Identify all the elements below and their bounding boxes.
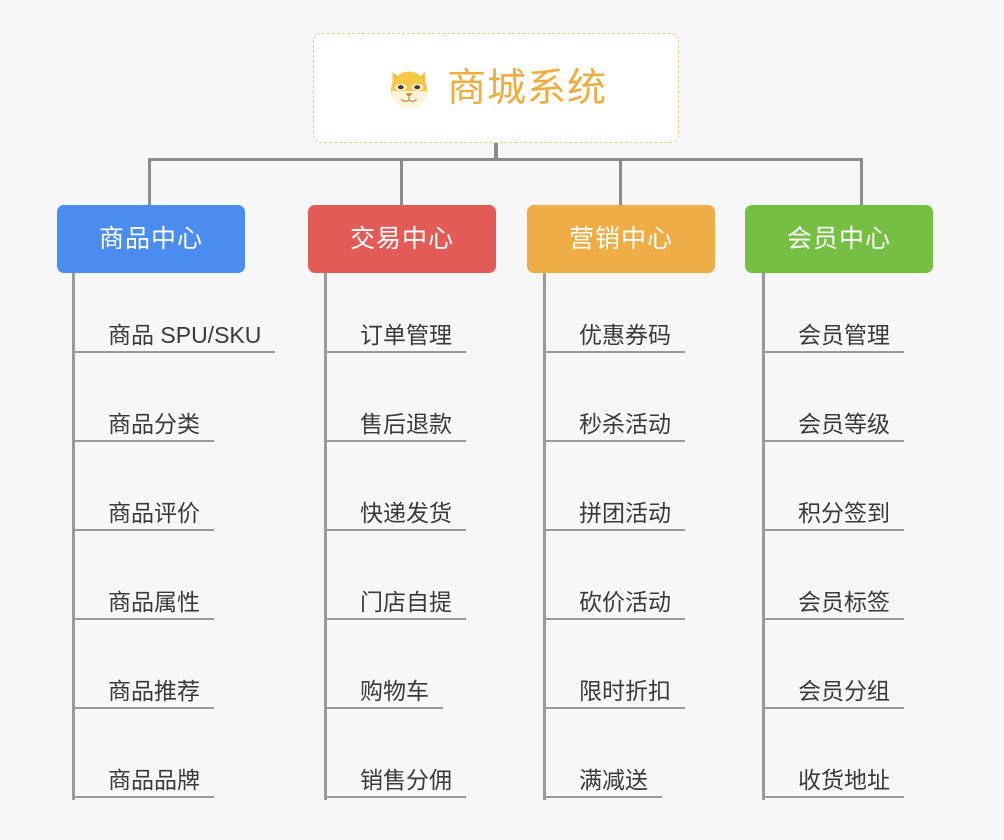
- connector-drop-4: [860, 158, 863, 205]
- leaf-item-underline: [546, 707, 685, 709]
- leaf-item-label: 门店自提: [360, 589, 452, 615]
- leaf-spine-2: [543, 273, 546, 800]
- leaf-item-label: 订单管理: [360, 322, 452, 348]
- leaf-item-underline: [546, 440, 685, 442]
- leaf-item-label: 销售分佣: [360, 767, 452, 793]
- leaf-item-label: 秒杀活动: [579, 411, 671, 437]
- category-box-1[interactable]: 交易中心: [308, 205, 496, 273]
- category-label-1: 交易中心: [349, 224, 454, 253]
- leaf-item-underline: [765, 796, 904, 798]
- leaf-item-underline: [327, 796, 466, 798]
- leaf-item-underline: [75, 796, 214, 798]
- leaf-item-label: 购物车: [360, 678, 429, 704]
- leaf-item-underline: [75, 529, 214, 531]
- leaf-item-underline: [765, 351, 904, 353]
- category-label-3: 会员中心: [786, 224, 891, 253]
- connector-horizontal-bus: [148, 158, 863, 161]
- leaf-item-underline: [546, 618, 685, 620]
- leaf-item-label: 满减送: [579, 767, 648, 793]
- leaf-item-underline: [327, 529, 466, 531]
- leaf-item-label: 积分签到: [798, 500, 890, 526]
- category-box-3[interactable]: 会员中心: [745, 205, 933, 273]
- leaf-item-underline: [546, 529, 685, 531]
- leaf-item-underline: [546, 351, 685, 353]
- leaf-item-label: 会员管理: [798, 322, 890, 348]
- leaf-item-label: 快递发货: [360, 500, 452, 526]
- leaf-item-underline: [327, 351, 466, 353]
- connector-drop-2: [400, 158, 403, 205]
- leaf-item-label: 商品推荐: [108, 678, 200, 704]
- root-title: 商城系统: [446, 66, 607, 110]
- leaf-spine-3: [762, 273, 765, 800]
- leaf-spine-1: [324, 273, 327, 800]
- leaf-item-label: 会员等级: [798, 411, 890, 437]
- leaf-item-label: 拼团活动: [579, 500, 671, 526]
- leaf-item-underline: [75, 351, 275, 353]
- connector-root-stem: [494, 143, 498, 160]
- leaf-item-underline: [546, 796, 662, 798]
- shiba-dog-face-icon: [385, 64, 433, 112]
- leaf-item-label: 商品品牌: [108, 767, 200, 793]
- category-label-0: 商品中心: [98, 224, 203, 253]
- leaf-item-underline: [765, 618, 904, 620]
- leaf-item-underline: [327, 707, 443, 709]
- leaf-item-underline: [327, 440, 466, 442]
- leaf-item-underline: [765, 529, 904, 531]
- connector-drop-1: [148, 158, 151, 205]
- leaf-item-underline: [75, 618, 214, 620]
- leaf-item-underline: [765, 707, 904, 709]
- leaf-item-underline: [75, 440, 214, 442]
- connector-drop-3: [619, 158, 622, 205]
- category-box-2[interactable]: 营销中心: [527, 205, 715, 273]
- leaf-item-label: 商品 SPU/SKU: [108, 322, 262, 348]
- leaf-item-label: 优惠券码: [579, 322, 671, 348]
- leaf-item-label: 售后退款: [360, 411, 452, 437]
- leaf-item-label: 限时折扣: [579, 678, 671, 704]
- leaf-item-label: 会员分组: [798, 678, 890, 704]
- leaf-spine-0: [72, 273, 75, 800]
- leaf-item-underline: [75, 707, 214, 709]
- leaf-item-underline: [765, 440, 904, 442]
- leaf-item-label: 商品分类: [108, 411, 200, 437]
- leaf-item-label: 砍价活动: [579, 589, 671, 615]
- leaf-item-label: 收货地址: [798, 767, 890, 793]
- leaf-item-label: 商品属性: [108, 589, 200, 615]
- leaf-item-underline: [327, 618, 466, 620]
- category-box-0[interactable]: 商品中心: [57, 205, 245, 273]
- root-node-mall-system[interactable]: 商城系统: [313, 33, 679, 143]
- leaf-item-label: 商品评价: [108, 500, 200, 526]
- category-label-2: 营销中心: [568, 224, 673, 253]
- leaf-item-label: 会员标签: [798, 589, 890, 615]
